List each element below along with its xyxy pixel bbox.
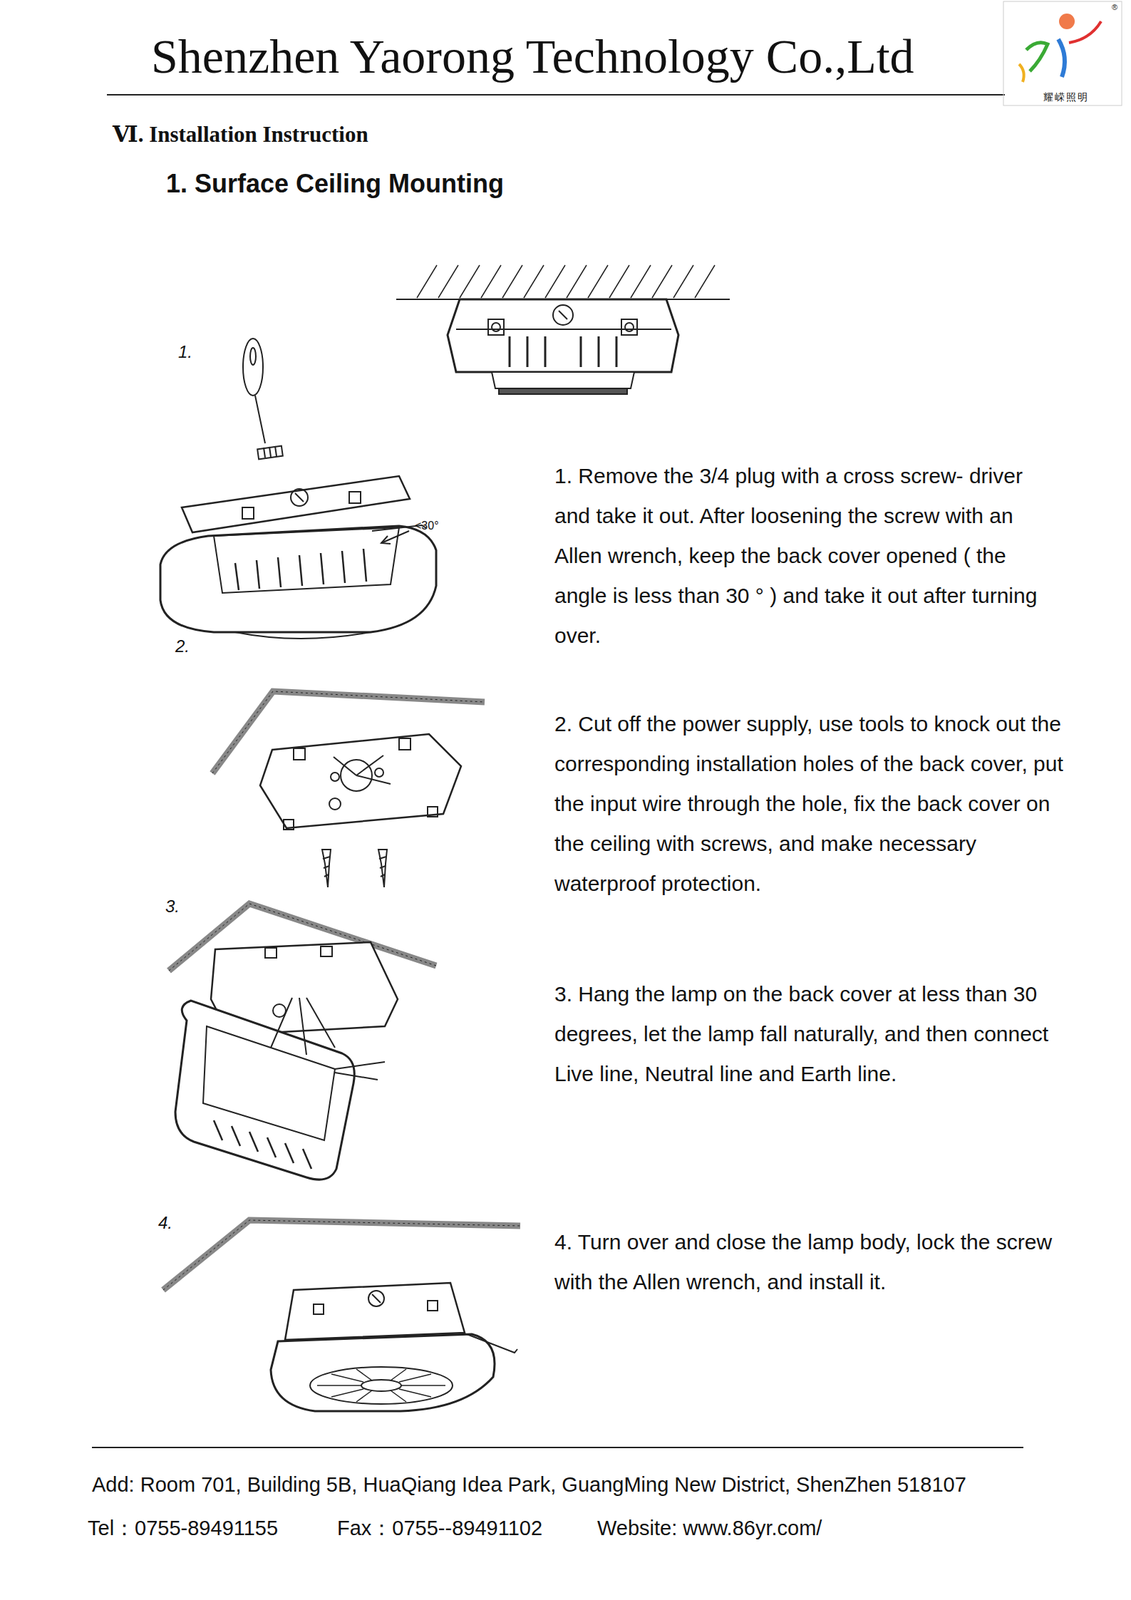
lamp-opened-back-cover	[160, 476, 437, 639]
step-text: 2. Cut off the power supply, use tools t…	[554, 704, 1065, 904]
angle-label: <30°	[414, 518, 440, 533]
logo-frame	[1003, 1, 1122, 106]
screwdriver	[243, 338, 283, 459]
step-text: 4. Turn over and close the lamp body, lo…	[554, 1222, 1065, 1303]
step-text: 1. Remove the 3/4 plug with a cross scre…	[554, 456, 1065, 656]
lamp-closed-on-ceiling	[163, 1220, 521, 1412]
figure-number: 2.	[175, 636, 190, 658]
figure-number: 4.	[158, 1212, 173, 1234]
section-heading: Ⅵ. Installation Instruction	[112, 121, 369, 148]
address-line: Add: Room 701, Building 5B, HuaQiang Ide…	[91, 1472, 967, 1498]
fax-number: Fax：0755--89491102	[337, 1515, 543, 1541]
figure-number: 3.	[165, 896, 180, 918]
company-title: Shenzhen Yaorong Technology Co.,Ltd	[151, 29, 915, 84]
logo-text: 耀嵘照明	[1043, 91, 1089, 104]
lamp-hanging-on-cover	[168, 903, 437, 1180]
header-rule	[106, 94, 1005, 96]
subsection-heading: 1. Surface Ceiling Mounting	[166, 168, 504, 199]
back-cover-on-ceiling	[212, 691, 485, 888]
registered-mark: ®	[1111, 2, 1118, 13]
phone-number: Tel：0755-89491155	[87, 1515, 278, 1541]
logo-mark	[1019, 13, 1102, 82]
step-text: 3. Hang the lamp on the back cover at le…	[554, 974, 1065, 1094]
website: Website: www.86yr.com/	[597, 1515, 822, 1541]
figure-number: 1.	[178, 342, 193, 363]
ceiling-mounted-lamp	[396, 265, 730, 395]
footer-rule	[91, 1446, 1024, 1449]
